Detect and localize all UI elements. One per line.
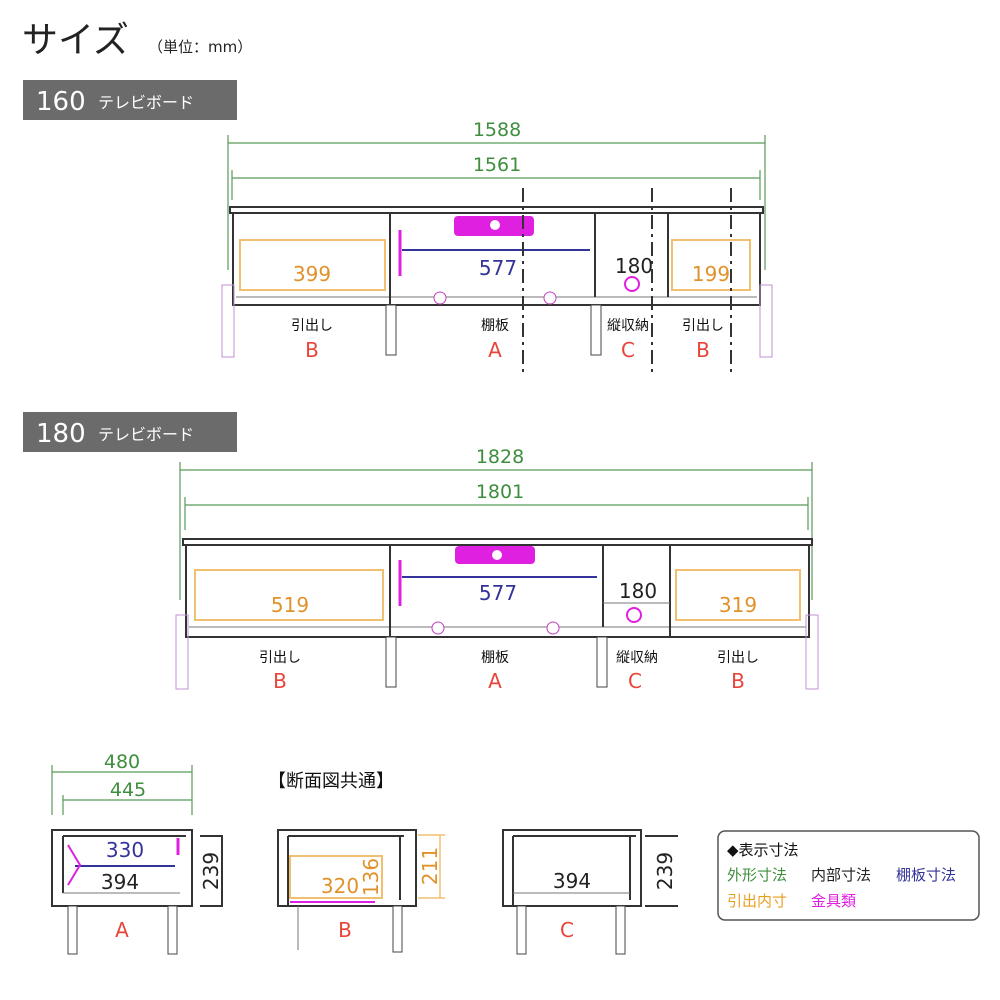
- legend-drawer: 引出内寸: [727, 892, 787, 910]
- section-label: 縦収納: [616, 650, 658, 666]
- section-label: 引出し: [259, 650, 301, 666]
- section-a-inner: 394: [101, 870, 139, 894]
- outer-width: 1588: [473, 119, 521, 141]
- inner-width: 1801: [476, 481, 524, 503]
- section-code: A: [488, 669, 502, 693]
- section-code: C: [621, 338, 635, 362]
- section-c: 394 239 C: [502, 829, 678, 955]
- section-code: B: [731, 669, 745, 693]
- section-b-drawer-depth: 320: [321, 874, 359, 898]
- inner-width: 1561: [473, 154, 521, 176]
- section-b-drawer-height: 136: [359, 858, 383, 896]
- section-label: 棚板: [481, 318, 509, 334]
- depth-inner: 445: [110, 779, 146, 801]
- section-label: 引出し: [291, 318, 333, 334]
- legend-shelf: 棚板寸法: [896, 866, 956, 884]
- model-name: テレビボード: [98, 425, 194, 444]
- vertical-width: 180: [615, 254, 653, 278]
- section-label: 棚板: [481, 650, 509, 666]
- drawer-right-width: 319: [719, 593, 757, 617]
- section-code: A: [115, 918, 129, 942]
- cross-section-title: 【断面図共通】: [268, 771, 394, 792]
- section-code: B: [305, 338, 319, 362]
- section-c-inner: 394: [553, 869, 591, 893]
- section-code: B: [338, 918, 352, 942]
- section-code: B: [273, 669, 287, 693]
- model-name: テレビボード: [98, 93, 194, 112]
- section-b-opening: 211: [418, 847, 442, 885]
- unit-note: （単位：mm）: [148, 38, 252, 56]
- section-a: 480 445 330 394 239 A: [51, 751, 223, 955]
- section-code: B: [696, 338, 710, 362]
- section-code: C: [560, 918, 574, 942]
- drawer-left-width: 399: [293, 262, 331, 286]
- section-label: 引出し: [682, 318, 724, 334]
- drawer-right-width: 199: [692, 262, 730, 286]
- section-code: C: [628, 669, 642, 693]
- shelf-width: 577: [479, 256, 517, 280]
- outer-width: 1828: [476, 446, 524, 468]
- page-title: サイズ: [22, 20, 129, 61]
- section-label: 引出し: [717, 650, 759, 666]
- depth-outer: 480: [104, 751, 140, 773]
- section-a-height: 239: [199, 852, 223, 890]
- model-label-bg: [23, 412, 237, 452]
- vertical-width: 180: [619, 579, 657, 603]
- model-size: 160: [36, 87, 86, 117]
- section-b: 320 136 211 B: [277, 829, 445, 953]
- section-code: A: [488, 338, 502, 362]
- legend-inner: 内部寸法: [811, 866, 871, 884]
- model-size: 180: [36, 419, 86, 449]
- section-a-shelf: 330: [106, 838, 144, 862]
- legend-hardware: 金具類: [811, 892, 856, 910]
- section-label: 縦収納: [607, 318, 649, 334]
- section-c-height: 239: [653, 852, 677, 890]
- legend-outer: 外形寸法: [727, 866, 787, 884]
- legend-title: ◆表示寸法: [727, 841, 799, 859]
- model-160: 160 テレビボード 1588 1561 399 199 577 180: [23, 80, 773, 376]
- drawer-left-width: 519: [271, 593, 309, 617]
- legend: ◆表示寸法 外形寸法 内部寸法 棚板寸法 引出内寸 金具類: [717, 830, 980, 921]
- model-label-bg: [23, 80, 237, 120]
- model-180: 180 テレビボード 1828 1801 519 319 577 180 引出し…: [23, 412, 819, 693]
- shelf-width: 577: [479, 581, 517, 605]
